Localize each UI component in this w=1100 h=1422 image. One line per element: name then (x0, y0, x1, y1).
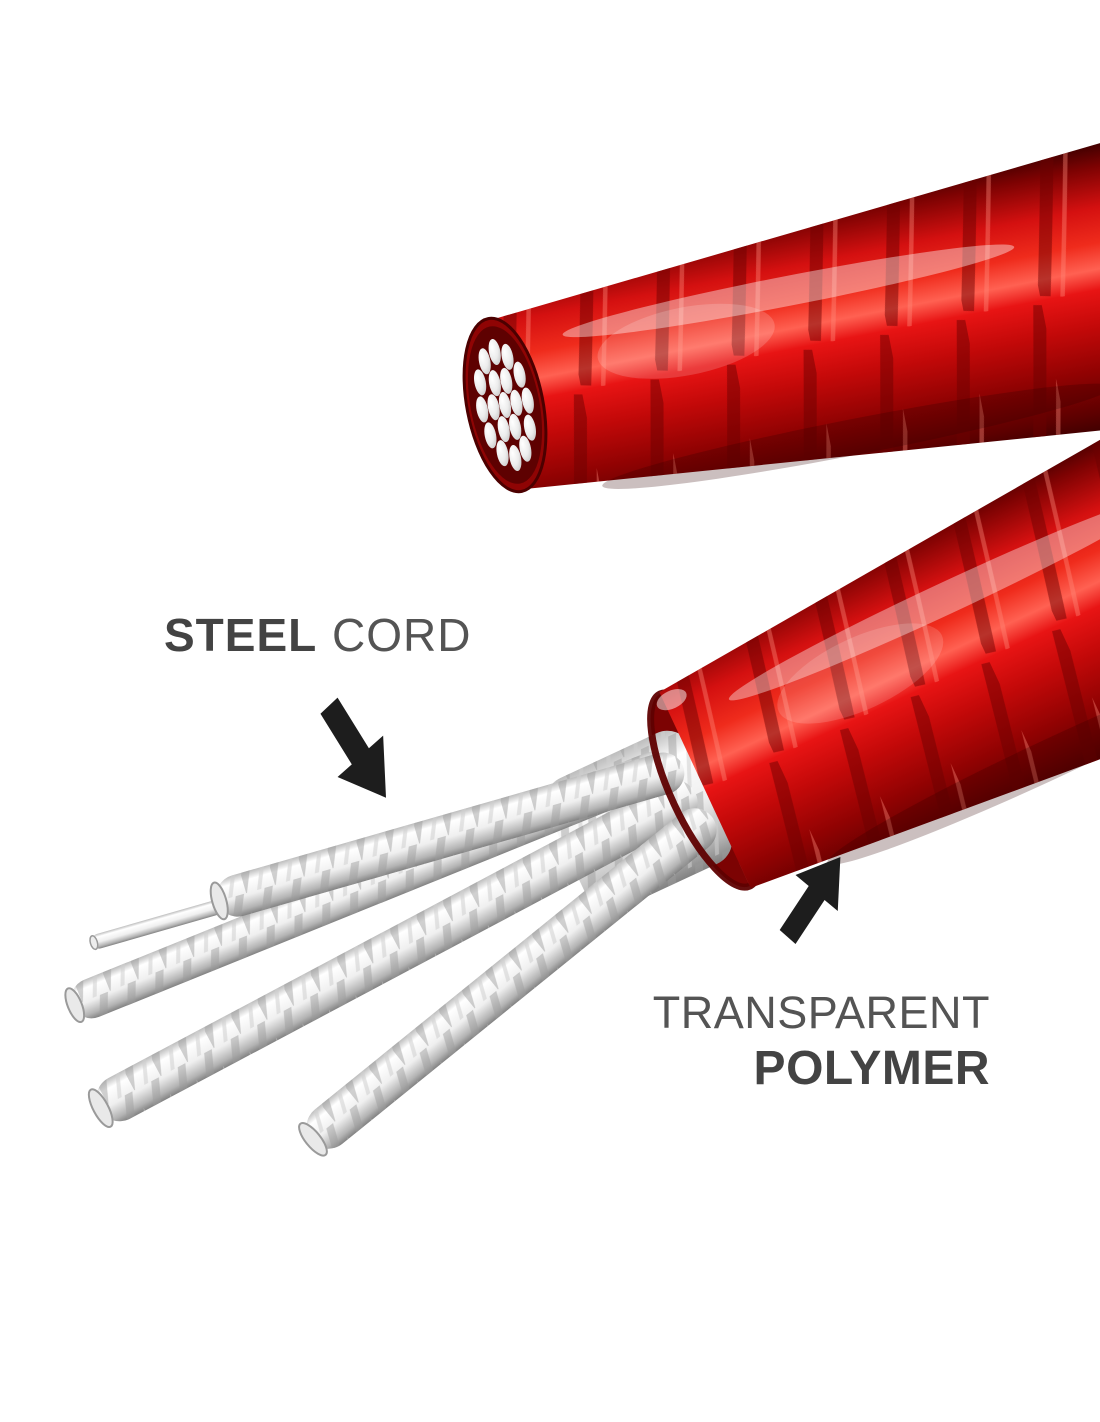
transparent-polymer-label-line2: POLYMER (753, 1042, 990, 1095)
cable-bottom (64, 382, 1100, 1157)
steel-cord-label-regular: CORD (331, 609, 472, 661)
steel-strand (89, 752, 685, 951)
steel-strand (298, 808, 717, 1157)
steel-wires-cross-section (467, 326, 543, 484)
steel-strand (87, 779, 698, 1129)
transparent-polymer-label-line1: TRANSPARENT (652, 987, 990, 1038)
steel-cord-arrow-icon (320, 697, 386, 798)
transparent-polymer-arrow-icon (779, 857, 841, 944)
cable-top-cross-section (462, 316, 548, 494)
transparent-polymer-label: TRANSPARENT POLYMER (653, 986, 990, 1098)
cable-top (462, 138, 1100, 494)
steel-cord-label-bold: STEEL (164, 609, 318, 661)
steel-wire-single (89, 896, 237, 951)
